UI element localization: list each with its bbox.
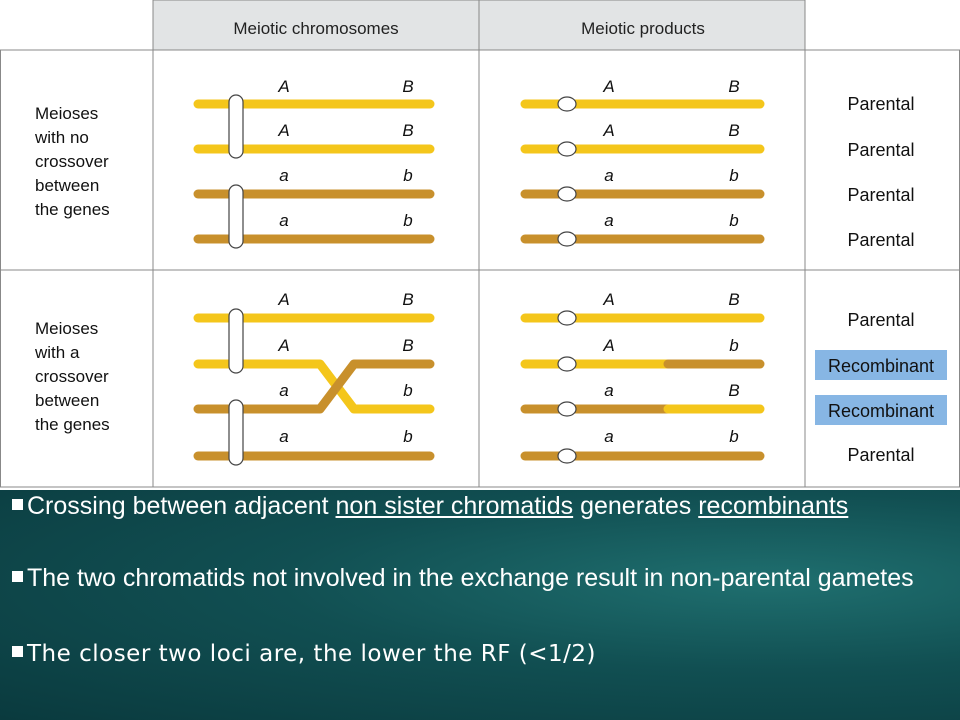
header-cell-chromosomes <box>153 0 479 50</box>
header-chromosomes: Meiotic chromosomes <box>233 19 398 38</box>
allele-label: A <box>277 290 289 309</box>
crossover-results: Parental Recombinant Recombinant Parenta… <box>815 310 947 465</box>
row-label-crossover: Meioses with a crossover between the gen… <box>34 319 113 434</box>
meiosis-crossover-figure: Meiotic chromosomes Meiotic products Mei… <box>0 0 960 488</box>
crossover-product-alleles: A B A b a B a b <box>602 290 739 446</box>
no-crossover-product-alleles: A B A B a b a b <box>602 77 739 230</box>
centromere <box>557 186 577 202</box>
allele-label: B <box>728 290 739 309</box>
row-label-line: crossover <box>35 152 109 171</box>
row-label-line: with no <box>34 128 89 147</box>
allele-label: a <box>604 166 613 185</box>
row-label-line: Meioses <box>35 104 98 123</box>
allele-label: B <box>402 336 413 355</box>
allele-label: B <box>402 77 413 96</box>
bullet-text: generates <box>573 492 699 520</box>
square-bullet-icon <box>12 571 23 582</box>
centromere <box>557 448 577 464</box>
bullet-closer-loci: The closer two loci are, the lower the R… <box>12 638 942 670</box>
crossover-chromosome-alleles: A B A B a b a b <box>277 290 413 446</box>
centromere <box>557 231 577 247</box>
allele-label: B <box>728 381 739 400</box>
allele-label: a <box>279 381 288 400</box>
bullet-crossing: Crossing between adjacent non sister chr… <box>12 490 942 522</box>
allele-label: B <box>402 290 413 309</box>
centromere <box>557 356 577 372</box>
header-cell-products <box>479 0 805 50</box>
result-label: Parental <box>847 185 914 205</box>
allele-label: b <box>729 336 738 355</box>
no-crossover-results: Parental Parental Parental Parental <box>847 94 914 250</box>
no-crossover-products <box>520 99 765 244</box>
result-label: Parental <box>847 445 914 465</box>
centromere <box>228 308 244 374</box>
row-label-line: between <box>35 391 99 410</box>
allele-label: A <box>602 336 614 355</box>
slide-text-panel: Crossing between adjacent non sister chr… <box>0 490 960 720</box>
centromere <box>557 310 577 326</box>
allele-label: a <box>279 166 288 185</box>
bullet-non-involved: The two chromatids not involved in the e… <box>12 562 942 594</box>
no-crossover-chromosome-alleles: A B A B a b a b <box>277 77 413 230</box>
allele-label: A <box>602 121 614 140</box>
square-bullet-icon <box>12 499 23 510</box>
allele-label: b <box>729 211 738 230</box>
allele-label: B <box>728 121 739 140</box>
allele-label: b <box>403 427 412 446</box>
crossover-products <box>520 313 765 461</box>
result-label: Parental <box>847 140 914 160</box>
allele-label: A <box>602 290 614 309</box>
allele-label: b <box>729 166 738 185</box>
row-label-no-crossover: Meioses with no crossover between the ge… <box>34 104 113 219</box>
allele-label: a <box>279 211 288 230</box>
allele-label: B <box>402 121 413 140</box>
row-label-line: Meioses <box>35 319 98 338</box>
bullet-text: The two chromatids not involved in the e… <box>27 564 914 592</box>
result-label: Parental <box>847 230 914 250</box>
centromere <box>228 94 244 159</box>
result-label-recombinant: Recombinant <box>828 356 934 376</box>
recombinant-badge-bg <box>815 350 947 380</box>
centromere <box>557 141 577 157</box>
allele-label: b <box>403 381 412 400</box>
allele-label: A <box>277 121 289 140</box>
result-label: Parental <box>847 310 914 330</box>
header-products: Meiotic products <box>581 19 705 38</box>
centromere <box>557 401 577 417</box>
no-crossover-product-centromeres <box>557 96 577 247</box>
result-label: Parental <box>847 94 914 114</box>
allele-label: a <box>604 427 613 446</box>
bullet-text: The closer two loci are, the lower the R… <box>27 641 596 667</box>
allele-label: b <box>729 427 738 446</box>
row-label-line: the genes <box>35 200 110 219</box>
allele-label: a <box>604 381 613 400</box>
row-label-line: crossover <box>35 367 109 386</box>
centromere <box>228 399 244 466</box>
allele-label: A <box>277 77 289 96</box>
crossover-product-centromeres <box>557 310 577 464</box>
allele-label: A <box>602 77 614 96</box>
chromatid-recessive-crossing <box>193 359 435 414</box>
centromere <box>557 96 577 112</box>
bullet-text: Crossing between adjacent <box>27 492 336 520</box>
allele-label: B <box>728 77 739 96</box>
row-label-line: with a <box>34 343 80 362</box>
row-label-line: between <box>35 176 99 195</box>
row-label-line: the genes <box>35 415 110 434</box>
square-bullet-icon <box>12 646 23 657</box>
allele-label: A <box>277 336 289 355</box>
allele-label: a <box>279 427 288 446</box>
result-label-recombinant: Recombinant <box>828 401 934 421</box>
allele-label: b <box>403 166 412 185</box>
centromere <box>228 184 244 249</box>
bullet-underlined-term: recombinants <box>698 492 849 520</box>
bullet-underlined-term: non sister chromatids <box>335 492 574 520</box>
allele-label: a <box>604 211 613 230</box>
recombinant-badge-bg <box>815 395 947 425</box>
allele-label: b <box>403 211 412 230</box>
